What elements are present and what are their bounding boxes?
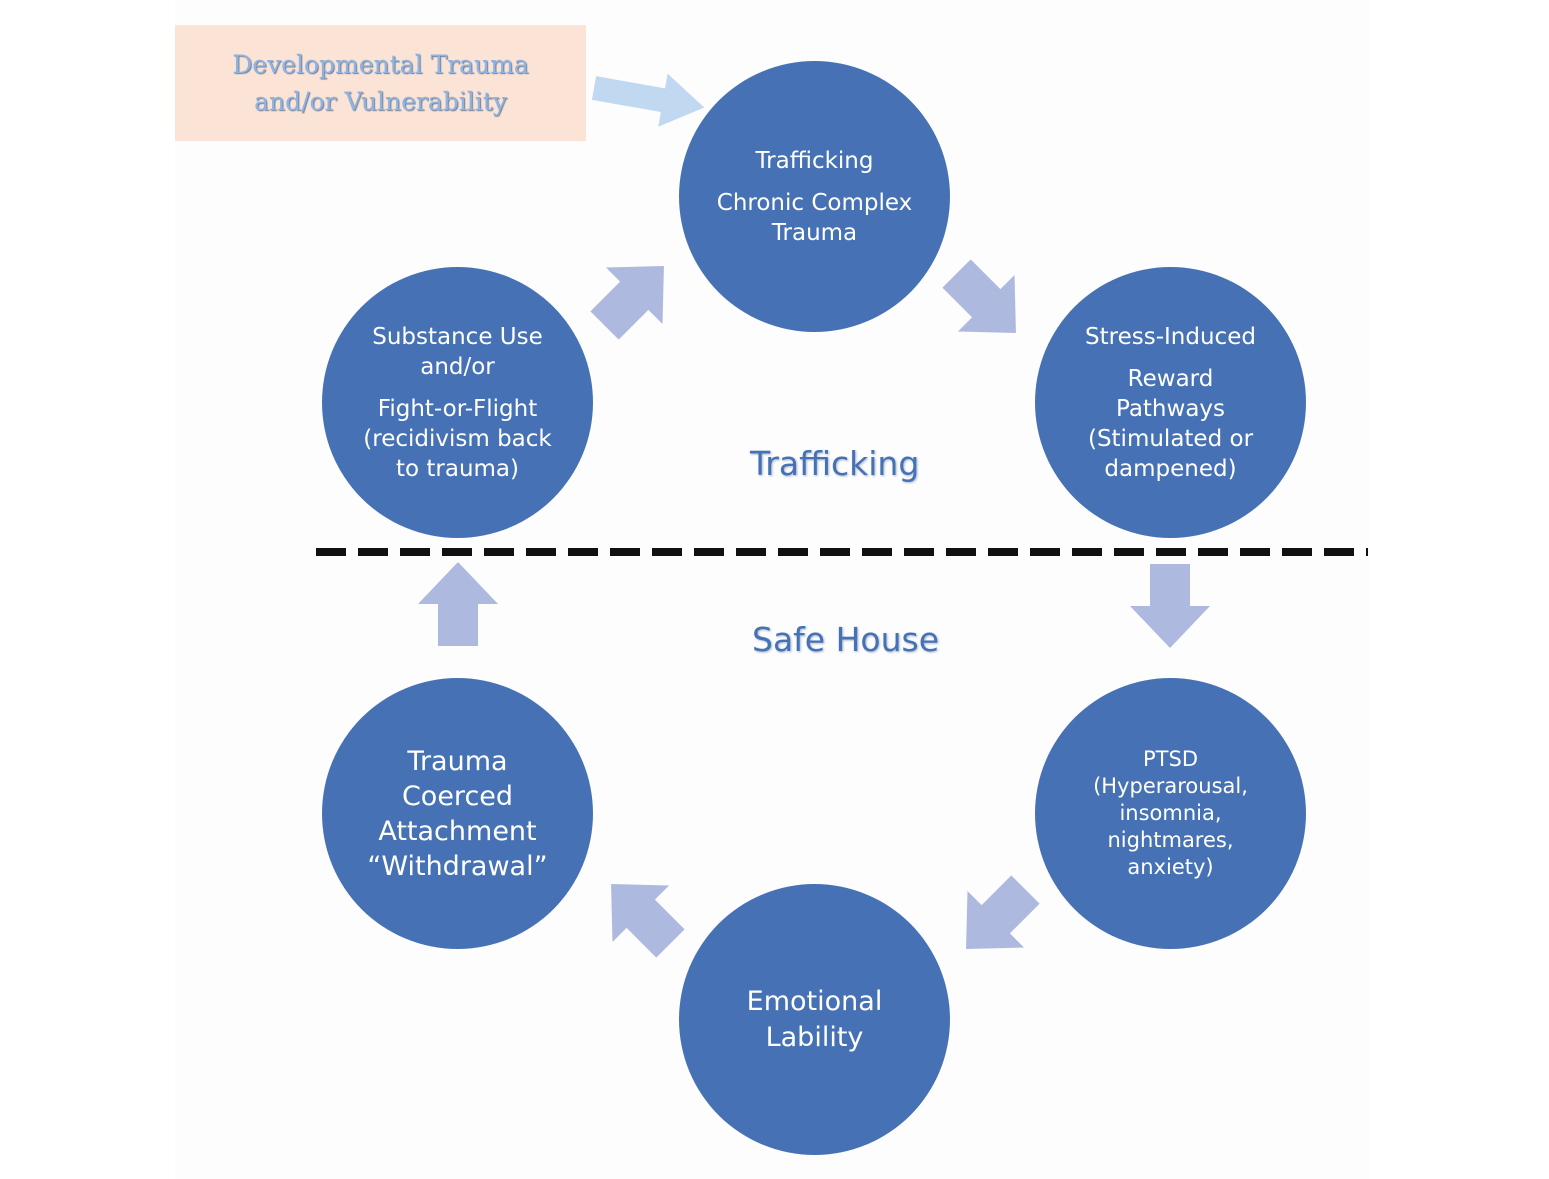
node-attachment-line-3: Attachment — [378, 815, 537, 847]
node-trafficking-line-1: Chronic Complex — [716, 189, 913, 216]
node-emotional-line-2: Lability — [765, 1021, 864, 1053]
origin-box-line-1: Developmental Trauma — [232, 50, 529, 79]
region-label-trafficking: Trafficking — [750, 444, 920, 483]
origin-box-line-2: and/or Vulnerability — [254, 87, 507, 116]
node-reward-line-4: dampened) — [1104, 455, 1237, 482]
node-reward-line-1: Reward — [1127, 365, 1214, 392]
node-ptsd-line-3: insomnia, — [1119, 801, 1222, 825]
node-substance-line-3: Fight-or-Flight — [377, 395, 538, 422]
cycle-arrow-reward-to-ptsd — [1130, 564, 1210, 648]
node-reward-pathways: Stress-Induced Reward Pathways (Stimulat… — [1035, 267, 1306, 538]
node-substance-use: Substance Use and/or Fight-or-Flight (re… — [322, 267, 593, 538]
node-ptsd-line-4: nightmares, — [1107, 828, 1234, 852]
node-attachment-line-4: “Withdrawal” — [367, 850, 548, 882]
node-ptsd-line-5: anxiety) — [1127, 855, 1214, 879]
node-attachment-line-1: Trauma — [407, 745, 508, 777]
node-substance-line-2: and/or — [420, 353, 495, 380]
node-ptsd: PTSD (Hyperarousal, insomnia, nightmares… — [1035, 678, 1306, 949]
node-ptsd-line-2: (Hyperarousal, — [1093, 774, 1248, 798]
node-trafficking: Trafficking Chronic Complex Trauma — [679, 61, 950, 332]
node-substance-line-1: Substance Use — [372, 323, 543, 350]
node-substance-line-5: to trauma) — [395, 455, 520, 482]
cycle-arrow-trafficking-to-reward — [942, 259, 1016, 333]
cycle-arrow-substance-to-trafficking — [590, 266, 664, 340]
origin-box: Developmental Trauma and/or Vulnerabilit… — [175, 25, 586, 141]
node-ptsd-line-1: PTSD — [1143, 747, 1198, 771]
node-emotional-line-1: Emotional — [746, 985, 883, 1017]
region-label-safe-house: Safe House — [752, 620, 939, 659]
node-emotional-lability: Emotional Lability — [679, 884, 950, 1155]
node-trafficking-title: Trafficking — [755, 147, 874, 174]
node-trauma-coerced-attachment: Trauma Coerced Attachment “Withdrawal” — [322, 678, 593, 949]
cycle-arrow-emotional-to-attachment — [611, 884, 685, 958]
node-reward-line-2: Pathways — [1115, 395, 1226, 422]
node-reward-line-3: (Stimulated or — [1087, 425, 1254, 452]
cycle-arrow-attachment-to-substance — [418, 562, 498, 646]
cycle-arrow-ptsd-to-emotional — [966, 875, 1040, 949]
node-reward-title: Stress-Induced — [1085, 323, 1256, 350]
node-trafficking-line-2: Trauma — [771, 219, 858, 246]
node-substance-line-4: (recidivism back — [363, 425, 552, 452]
origin-arrow — [591, 73, 705, 127]
node-attachment-line-2: Coerced — [401, 780, 514, 812]
